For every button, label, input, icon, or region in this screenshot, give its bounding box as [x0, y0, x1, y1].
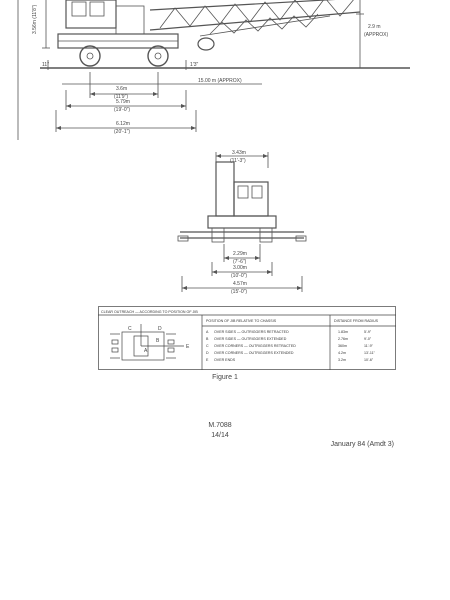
plan-label-b: B — [156, 338, 160, 344]
dim-overall-width: 3.43m — [232, 150, 246, 156]
table-header-radius: DISTANCE FROM RADIUS — [334, 319, 379, 323]
row-key: E — [206, 358, 209, 362]
dim-overall-length-imperial: (20'-1") — [114, 129, 130, 135]
row-key: B — [206, 337, 209, 341]
row-imperial: 9'-0" — [364, 337, 372, 341]
dim-gap-rear: 1'3" — [190, 62, 199, 68]
row-imperial: 11'-9" — [364, 344, 374, 348]
plan-label-a: A — [144, 348, 148, 354]
dim-wheelbase-imperial: (11'9") — [114, 94, 128, 100]
table-title: CLEAR OUTREACH — ACCORDING TO POSITION O… — [101, 310, 198, 314]
dim-overall-width-imperial: (11'-3") — [230, 158, 246, 164]
row-key: A — [206, 330, 209, 334]
clear-outreach-table: A B C D E CLEAR OUTREACH — ACCORDING TO … — [98, 306, 396, 370]
table-header-position: POSITION OF JIB RELATIVE TO CHASSIS — [206, 319, 277, 323]
crane-side-view-drawing: 3.56m (11'8") 11" 1'3" 2.9 m (APPROX) 15… — [17, 0, 410, 140]
table-row: A OVER SIDES — OUTRIGGERS RETRACTED 1.83… — [206, 330, 372, 334]
row-desc: OVER ENDS — [214, 358, 236, 362]
plan-label-e: E — [186, 344, 190, 350]
amendment-date: January 84 (Amdt 3) — [330, 441, 394, 448]
row-desc: OVER CORNERS — OUTRIGGERS RETRACTED — [214, 344, 296, 348]
row-desc: OVER SIDES — OUTRIGGERS RETRACTED — [214, 330, 289, 334]
row-imperial: 10'-6" — [364, 358, 374, 362]
row-desc: OVER CORNERS — OUTRIGGERS EXTENDED — [214, 351, 294, 355]
document-reference: M.7088 — [208, 422, 232, 429]
row-metric: 4.2m — [338, 351, 346, 355]
row-metric: 2.76m — [338, 337, 348, 341]
dim-outrigger-width-imperial: (15'-0") — [231, 289, 247, 295]
dim-outrigger-span-imperial: (19'-0") — [114, 107, 130, 113]
dim-height-left: 3.56m (11'8") — [32, 4, 38, 34]
table-row: B OVER SIDES — OUTRIGGERS EXTENDED 2.76m… — [206, 337, 372, 341]
row-metric: 360m — [338, 344, 347, 348]
row-imperial: 13'-11" — [364, 351, 376, 355]
table-row: C OVER CORNERS — OUTRIGGERS RETRACTED 36… — [206, 344, 374, 348]
dim-wheelbase: 3.6m — [116, 86, 127, 92]
dim-outrigger-span: 5.79m — [116, 99, 130, 105]
figure-caption: Figure 1 — [212, 374, 238, 381]
row-imperial: 5'-9" — [364, 330, 372, 334]
row-key: D — [206, 351, 209, 355]
page-number: 14/14 — [211, 432, 229, 439]
dim-overall-length: 6.12m — [116, 121, 130, 127]
dim-outrigger-width: 4.57m — [233, 281, 247, 287]
row-metric: 1.83m — [338, 330, 348, 334]
plan-label-c: C — [128, 326, 132, 332]
dim-track-inner: 2.29m — [233, 251, 247, 257]
dim-gap-front: 11" — [42, 62, 49, 68]
plan-label-d: D — [158, 326, 162, 332]
row-metric: 3.2m — [338, 358, 346, 362]
dim-boom-height-note: (APPROX) — [364, 32, 389, 38]
row-key: C — [206, 344, 209, 348]
dim-track-inner-imperial: (7'-6") — [233, 259, 247, 265]
dim-boom-length: 15.00 m (APPROX) — [198, 78, 242, 84]
table-row: E OVER ENDS 3.2m 10'-6" — [206, 358, 374, 362]
row-desc: OVER SIDES — OUTRIGGERS EXTENDED — [214, 337, 287, 341]
dim-track-outer-imperial: (10'-0") — [231, 273, 247, 279]
dim-track-outer: 3.00m — [233, 265, 247, 271]
table-row: D OVER CORNERS — OUTRIGGERS EXTENDED 4.2… — [206, 351, 376, 355]
dim-boom-height: 2.9 m — [368, 24, 381, 30]
crane-front-view-drawing: 3.43m (11'-3") 2.29m (7'-6") 3.00m (10'-… — [177, 150, 307, 295]
